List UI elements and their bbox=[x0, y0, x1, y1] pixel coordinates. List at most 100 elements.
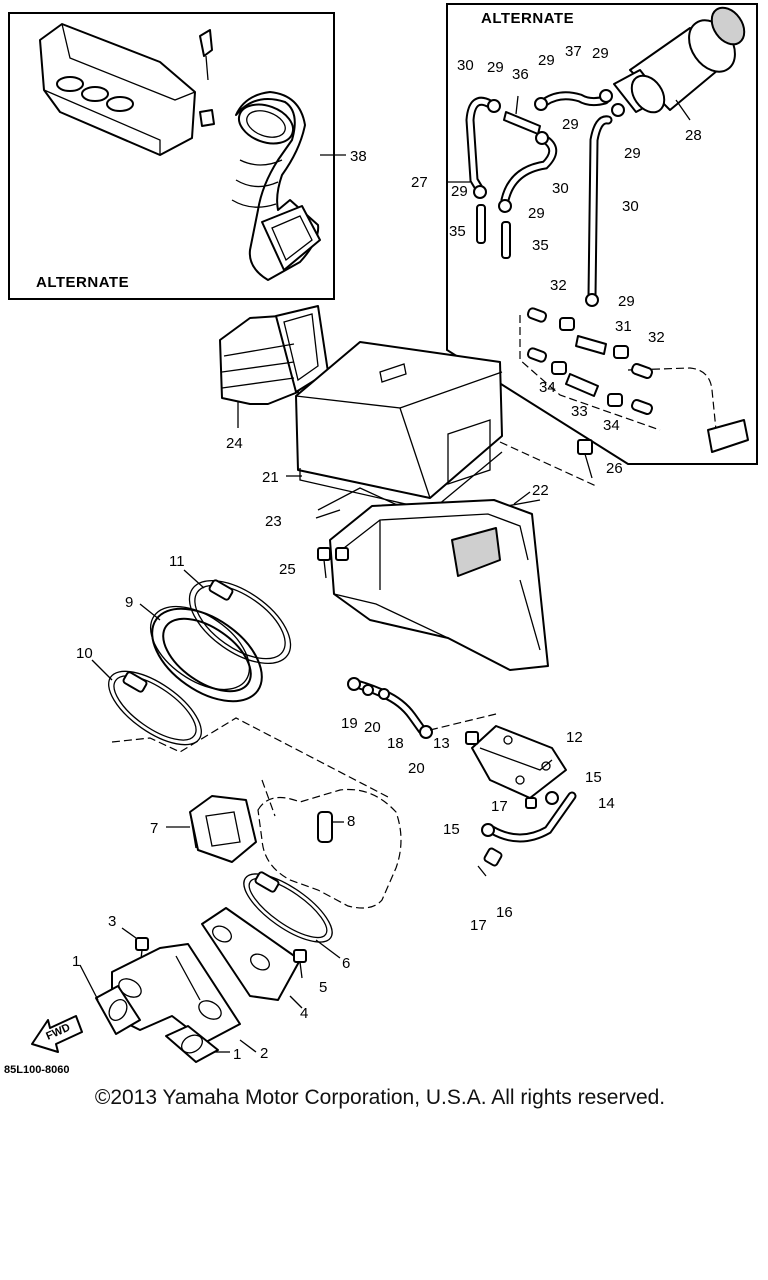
joint-9 bbox=[149, 605, 263, 703]
callout-3: 3 bbox=[108, 913, 116, 930]
gasket-1a bbox=[95, 985, 141, 1035]
fwd-arrow-icon bbox=[31, 1015, 83, 1053]
callout-32b: 32 bbox=[648, 329, 665, 346]
alternate-title-left: ALTERNATE bbox=[36, 274, 129, 291]
callout-7: 7 bbox=[150, 820, 158, 837]
callout-21: 21 bbox=[262, 469, 279, 486]
leader-22 bbox=[513, 491, 531, 505]
intake-silencer-24 bbox=[219, 305, 329, 405]
dash-26 bbox=[499, 441, 597, 487]
leader-9 bbox=[139, 603, 161, 621]
alternate-frame-left bbox=[8, 12, 335, 300]
callout-2: 2 bbox=[260, 1045, 268, 1062]
leader-4 bbox=[289, 995, 303, 1009]
callout-29h: 29 bbox=[618, 293, 635, 310]
callout-36: 36 bbox=[512, 66, 529, 83]
engine-outline bbox=[257, 779, 402, 909]
intake-duct-38 bbox=[231, 91, 321, 281]
callout-28: 28 bbox=[685, 127, 702, 144]
callout-9: 9 bbox=[125, 594, 133, 611]
callout-37: 37 bbox=[565, 43, 582, 60]
callout-14: 14 bbox=[598, 795, 615, 812]
gasket-6 bbox=[243, 871, 333, 943]
callout-16: 16 bbox=[496, 904, 513, 921]
callout-23: 23 bbox=[265, 513, 282, 530]
callout-18: 18 bbox=[387, 735, 404, 752]
leader-10 bbox=[91, 659, 113, 681]
callout-15b: 15 bbox=[443, 821, 460, 838]
callout-31: 31 bbox=[615, 318, 632, 335]
reed-valve-7 bbox=[189, 795, 257, 863]
bolt-25 bbox=[317, 547, 349, 579]
callout-22: 22 bbox=[532, 482, 549, 499]
fuel-hoses-30 bbox=[465, 91, 613, 301]
air-box-cover-21 bbox=[295, 341, 503, 511]
callout-13: 13 bbox=[433, 735, 450, 752]
assembly-dash-line bbox=[111, 717, 391, 799]
callout-26: 26 bbox=[606, 460, 623, 477]
callout-35a: 35 bbox=[449, 223, 466, 240]
callout-17a: 17 bbox=[491, 798, 508, 815]
callout-1a: 1 bbox=[72, 953, 80, 970]
leader-1a bbox=[79, 964, 99, 1001]
callout-32a: 32 bbox=[550, 277, 567, 294]
pin-8 bbox=[317, 811, 344, 843]
alternate-frame-right bbox=[446, 3, 758, 465]
exploded-parts-diagram: ALTERNATE ALTERNATE bbox=[4, 3, 758, 1076]
callout-27: 27 bbox=[411, 174, 428, 191]
leader-23 bbox=[315, 509, 341, 519]
leader-11 bbox=[183, 569, 205, 589]
callout-34a: 34 bbox=[539, 379, 556, 396]
callout-30c: 30 bbox=[622, 198, 639, 215]
callout-19: 19 bbox=[341, 715, 358, 732]
callout-33: 33 bbox=[571, 403, 588, 420]
leader-3 bbox=[121, 927, 137, 939]
callout-29f: 29 bbox=[451, 183, 468, 200]
callout-10: 10 bbox=[76, 645, 93, 662]
gasket-1b bbox=[165, 1025, 219, 1063]
callout-4: 4 bbox=[300, 1005, 308, 1022]
hose-18 bbox=[347, 677, 433, 739]
callout-1b: 1 bbox=[233, 1046, 241, 1063]
carburetor-joint-4 bbox=[201, 907, 301, 1001]
alternate-title-right: ALTERNATE bbox=[481, 10, 574, 27]
bolt-5 bbox=[293, 949, 307, 979]
callout-30a: 30 bbox=[457, 57, 474, 74]
callout-17b: 17 bbox=[470, 917, 487, 934]
hose-fittings-35 bbox=[476, 204, 511, 259]
diagram-code: 85L100-8060 bbox=[4, 1064, 69, 1076]
callout-29d: 29 bbox=[562, 116, 579, 133]
hose-clamps-29 bbox=[473, 89, 625, 307]
callout-29c: 29 bbox=[592, 45, 609, 62]
leader-6 bbox=[315, 939, 341, 959]
fuel-pump-12 bbox=[465, 725, 567, 799]
callout-29e: 29 bbox=[624, 145, 641, 162]
callout-5: 5 bbox=[319, 979, 327, 996]
callout-24: 24 bbox=[226, 435, 243, 452]
bolt-26 bbox=[577, 439, 593, 479]
callout-20b: 20 bbox=[408, 760, 425, 777]
callout-labels: 38 30 29 36 29 37 29 29 28 29 27 29 30 3… bbox=[72, 43, 702, 1063]
fittings-16-17 bbox=[477, 797, 537, 877]
callout-35b: 35 bbox=[532, 237, 549, 254]
callout-15a: 15 bbox=[585, 769, 602, 786]
callout-12: 12 bbox=[566, 729, 583, 746]
callout-29a: 29 bbox=[487, 59, 504, 76]
silencer-cover bbox=[39, 23, 215, 156]
leader-2 bbox=[239, 1039, 257, 1053]
callout-6: 6 bbox=[342, 955, 350, 972]
air-box-case-22 bbox=[329, 499, 549, 671]
copyright-notice: ©2013 Yamaha Motor Corporation, U.S.A. A… bbox=[94, 1086, 666, 1109]
callout-38: 38 bbox=[350, 148, 367, 165]
dash-13 bbox=[429, 713, 497, 731]
callout-30b: 30 bbox=[552, 180, 569, 197]
clamp-11 bbox=[188, 579, 292, 665]
callout-25: 25 bbox=[279, 561, 296, 578]
clamp-10 bbox=[108, 670, 202, 746]
callout-11: 11 bbox=[169, 553, 185, 570]
hose-14 bbox=[481, 791, 577, 843]
callout-8: 8 bbox=[347, 813, 355, 830]
callout-34b: 34 bbox=[603, 417, 620, 434]
callout-20a: 20 bbox=[364, 719, 381, 736]
intake-manifold-2 bbox=[111, 943, 241, 1043]
